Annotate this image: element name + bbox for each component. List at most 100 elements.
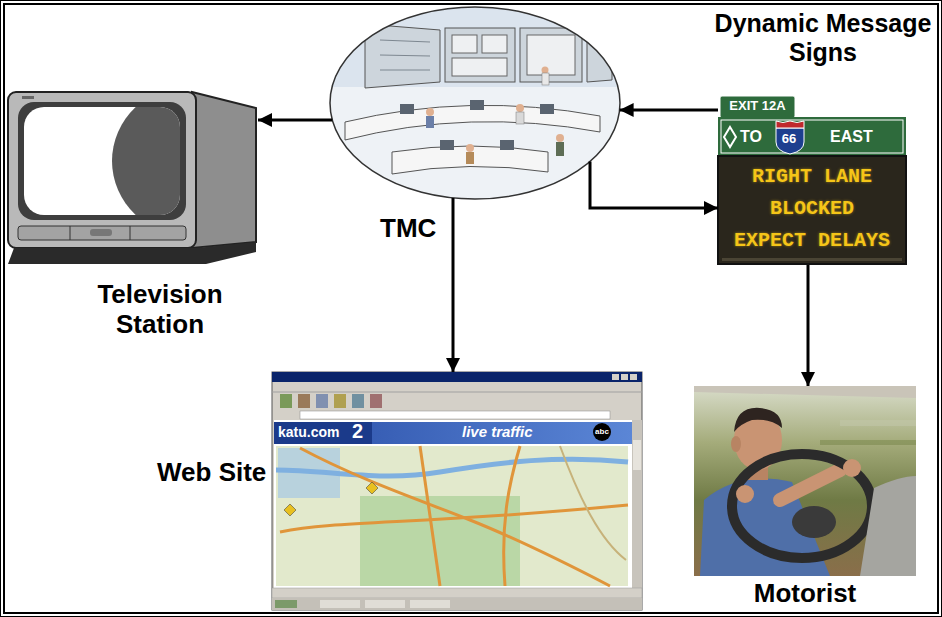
tmc-control-room-part-part — [556, 134, 564, 142]
web-site-screenshot-part — [280, 505, 628, 532]
tmc-control-room-part-part — [400, 104, 414, 114]
exit-tab-text: EXIT 12A — [720, 96, 795, 116]
tmc-control-room-part-part — [587, 30, 612, 82]
tmc-control-room-part-part — [470, 100, 484, 110]
tmc-control-room-part — [330, 7, 620, 199]
tmc-control-room-part — [330, 7, 620, 199]
television-station: Television Station — [5, 88, 258, 264]
web-site-screenshot-part — [275, 600, 297, 608]
tmc-control-room-part-part — [426, 108, 434, 116]
tmc-control-room-part-part — [440, 140, 454, 150]
web-site-screenshot-part — [316, 394, 328, 408]
tmc-control-room-part-part — [452, 35, 477, 53]
television-illustration-part — [70, 226, 71, 240]
web-site-screenshot-part — [272, 598, 642, 610]
motorist-photo-part — [792, 506, 836, 538]
web-site-screenshot-part — [410, 600, 450, 608]
tmc-control-room-part-part — [542, 67, 549, 74]
web-site-screenshot-part — [274, 420, 632, 588]
web-site-screenshot-part — [633, 440, 641, 470]
web-site-screenshot-part — [334, 394, 346, 408]
web-site-screenshot-part — [366, 482, 378, 494]
dynamic-message-sign-part — [718, 117, 906, 156]
web-site-screenshot-part — [593, 423, 611, 441]
connector-arrow — [452, 198, 455, 372]
web-site-screenshot-part — [560, 446, 626, 560]
dynamic-message-sign-part — [720, 96, 795, 118]
tmc-control-room — [330, 7, 620, 199]
motorist-photo-part — [843, 459, 861, 477]
tmc-ellipse: TMC — [330, 7, 620, 199]
web-site-screenshot-part — [352, 394, 364, 408]
node-label: TMC — [380, 214, 436, 244]
dynamic-message-sign-part — [718, 156, 906, 264]
motorist-photo-part — [820, 440, 916, 445]
tmc-control-room-part-part — [330, 87, 620, 199]
tmc-control-room-part-part — [466, 144, 474, 152]
television-illustration-part — [90, 229, 112, 236]
web-site-screenshot-part — [300, 411, 610, 419]
tmc-control-room-part-part — [380, 70, 430, 71]
motorist-photo-part — [694, 386, 916, 576]
web-site-screenshot-part — [365, 600, 405, 608]
dynamic-message-sign-part — [721, 120, 903, 153]
tmc-control-room-part-part — [540, 104, 554, 114]
television-illustration-part — [18, 226, 186, 240]
television-illustration-part — [192, 92, 256, 248]
motorist-photo-part — [694, 386, 916, 398]
television-illustration-part — [22, 96, 34, 99]
web-site-screenshot-part — [298, 394, 310, 408]
web-site-screenshot-part — [320, 600, 360, 608]
dynamic-message-sign-part — [722, 258, 902, 261]
tmc-control-room-part-part — [466, 152, 474, 164]
tmc-control-room-part-part — [516, 112, 524, 124]
tmc-control-room-part-part — [445, 28, 515, 82]
tmc-control-room-part-part — [452, 58, 507, 76]
node-label: Motorist — [694, 579, 916, 608]
television-illustration — [8, 85, 272, 264]
web-site-screenshot-part — [276, 446, 628, 586]
motorist-photo-part — [780, 470, 840, 500]
tmc-control-room-part-part — [500, 140, 514, 150]
banner-text: live traffic — [462, 423, 533, 441]
connector-arrow — [258, 119, 332, 122]
motorist-photo — [694, 386, 916, 576]
tmc-control-room-part — [330, 7, 620, 199]
node-label: Television Station — [75, 280, 245, 340]
tmc-control-room-part-part — [380, 55, 430, 56]
web-site-screenshot-part — [284, 504, 296, 516]
television-illustration-part — [130, 226, 131, 240]
motorist-photo-part — [736, 485, 754, 503]
web-site-screenshot-part — [274, 422, 632, 444]
site-logo-text: katu.com — [278, 423, 339, 441]
motorist-photo-part — [732, 454, 872, 558]
tmc-control-room-part-part — [426, 116, 434, 128]
connector-arrow — [807, 265, 810, 386]
network-logo-text: abc — [592, 427, 612, 437]
tmc-control-room-part-part — [380, 40, 430, 42]
page-frame-part — [4, 4, 938, 613]
dynamic-message-sign-part — [776, 121, 804, 128]
television-illustration-part — [8, 242, 256, 264]
tmc-control-room-part-part — [542, 73, 549, 85]
tmc-control-room-part-part — [330, 7, 620, 87]
web-site-screenshot-part — [272, 588, 642, 598]
web-site-screenshot-part — [420, 446, 440, 586]
web-site-screenshot-part — [272, 372, 642, 382]
web-site-screenshot-part — [272, 392, 642, 393]
tmc-control-room-part-part — [556, 142, 564, 156]
motorist-photo-part — [840, 420, 916, 426]
node-label: Dynamic Message Signs — [712, 9, 934, 67]
dynamic-message-sign-part — [724, 127, 736, 147]
tmc-control-room-part-part — [365, 24, 440, 88]
web-site-screenshot-part — [630, 374, 637, 380]
motorist-photo-part — [734, 408, 782, 432]
message-sign: Dynamic Message SignsEXIT 12ATO66EASTRIG… — [718, 95, 906, 265]
route-shield-number: 66 — [774, 131, 804, 147]
web-site-screenshot-part — [621, 374, 628, 380]
web-site-screenshot-part — [612, 374, 619, 380]
